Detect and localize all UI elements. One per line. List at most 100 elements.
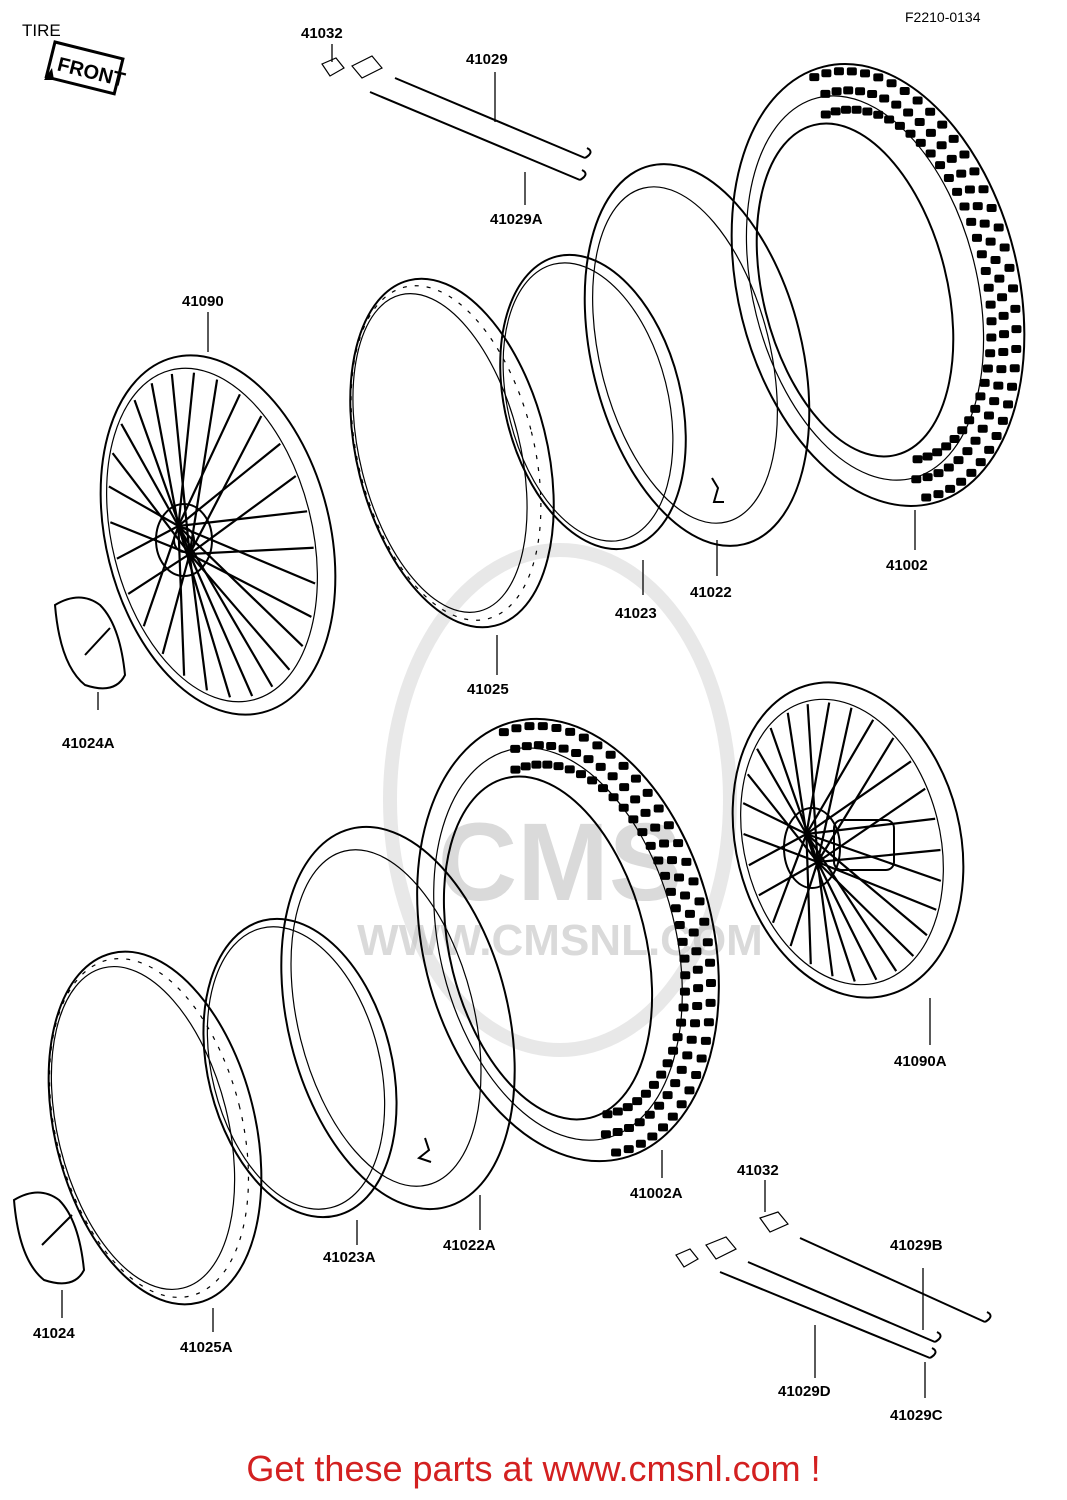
tread-block [970, 404, 981, 413]
tread-block [654, 1101, 665, 1110]
tread-block [956, 477, 967, 486]
tread-block [691, 1071, 702, 1080]
spoke-line [109, 521, 191, 556]
tread-block [670, 1079, 681, 1088]
tread-block [670, 904, 681, 913]
tread-block [634, 1118, 645, 1127]
label-41090A: 41090A [894, 1053, 947, 1070]
tread-block [679, 987, 690, 996]
tread-block [860, 69, 871, 78]
tread-block [640, 1089, 651, 1098]
tread-block [964, 185, 975, 194]
label-41032-top: 41032 [301, 25, 343, 42]
tread-block [911, 475, 922, 484]
spoke-line [177, 525, 274, 688]
tread-block [830, 107, 841, 116]
tread-block [843, 86, 854, 95]
tread-block [948, 134, 959, 143]
spoke-line [743, 832, 818, 864]
tread-block [705, 979, 716, 988]
tread-block [537, 722, 548, 731]
tread-block [1010, 304, 1021, 313]
tread-block [941, 442, 952, 451]
tread-block [578, 733, 589, 742]
tread-block [932, 448, 943, 457]
rim-band-41023 [499, 253, 687, 551]
spoke-line [116, 525, 179, 560]
tread-block [597, 784, 608, 793]
tread-block [949, 435, 960, 444]
tread-block [510, 765, 521, 774]
tread-block [925, 128, 936, 137]
watermark-url: WWW.CMSNL.COM [357, 916, 763, 965]
tread-block [686, 1035, 697, 1044]
tread-block [933, 490, 944, 499]
tread-block [970, 436, 981, 445]
spoke-line [816, 861, 834, 977]
tire-41002A [416, 717, 720, 1163]
tread-block [558, 744, 569, 753]
tread-block [912, 455, 923, 464]
leader-lines [61, 44, 931, 1398]
tread-block [520, 762, 531, 771]
spoke-line [170, 373, 191, 555]
tread-block [994, 274, 1005, 283]
tread-block [565, 727, 576, 736]
tread-block [894, 121, 905, 130]
tread-block [542, 760, 553, 769]
tread-block [980, 266, 991, 275]
tread-block [922, 473, 933, 482]
tread-block [966, 468, 977, 477]
tread-block [587, 776, 598, 785]
tread-block [1011, 325, 1022, 334]
tread-block [692, 965, 703, 974]
tread-block [703, 1018, 714, 1027]
spoke-line [786, 712, 808, 835]
spoke-line [177, 393, 241, 527]
tread-block [983, 411, 994, 420]
spoke-line [756, 748, 808, 835]
tread-block [672, 1033, 683, 1042]
label-41029B: 41029B [890, 1237, 943, 1254]
tread-block [531, 760, 542, 769]
tread-block [680, 971, 691, 980]
tube-41022 [583, 163, 811, 547]
tread-block [975, 458, 986, 467]
spoke-line [188, 553, 209, 691]
spoke-line [188, 415, 263, 555]
spoke-line [805, 702, 831, 835]
spoke-line [188, 553, 254, 697]
label-41022: 41022 [690, 584, 732, 601]
tread-block [688, 877, 699, 886]
tread-block [925, 107, 936, 116]
tread-block [692, 1001, 703, 1010]
tread-block [993, 381, 1004, 390]
tread-block [607, 772, 618, 781]
tread-block [653, 804, 664, 813]
tread-block [693, 984, 704, 993]
label-41023A: 41023A [323, 1249, 376, 1266]
tread-block [936, 141, 947, 150]
label-41025A: 41025A [180, 1339, 233, 1356]
tread-block [976, 250, 987, 259]
tread-block [984, 445, 995, 454]
label-41023: 41023 [615, 605, 657, 622]
spoke-line [817, 860, 937, 911]
tread-block [873, 110, 884, 119]
tread-block [921, 493, 932, 502]
spoke-line [178, 510, 308, 528]
tread-block [991, 432, 1002, 441]
tread-block [660, 871, 671, 880]
tread-block [618, 761, 629, 770]
tread-block [956, 169, 967, 178]
spoke-line [189, 546, 314, 556]
tread-block [678, 1003, 689, 1012]
tread-block [690, 1019, 701, 1028]
label-41029: 41029 [466, 51, 508, 68]
spoke-line [805, 833, 812, 965]
tread-block [533, 741, 544, 750]
tread-block [684, 909, 695, 918]
tread-block [1008, 284, 1019, 293]
tread-block [886, 79, 897, 88]
rim-41025 [349, 277, 555, 629]
